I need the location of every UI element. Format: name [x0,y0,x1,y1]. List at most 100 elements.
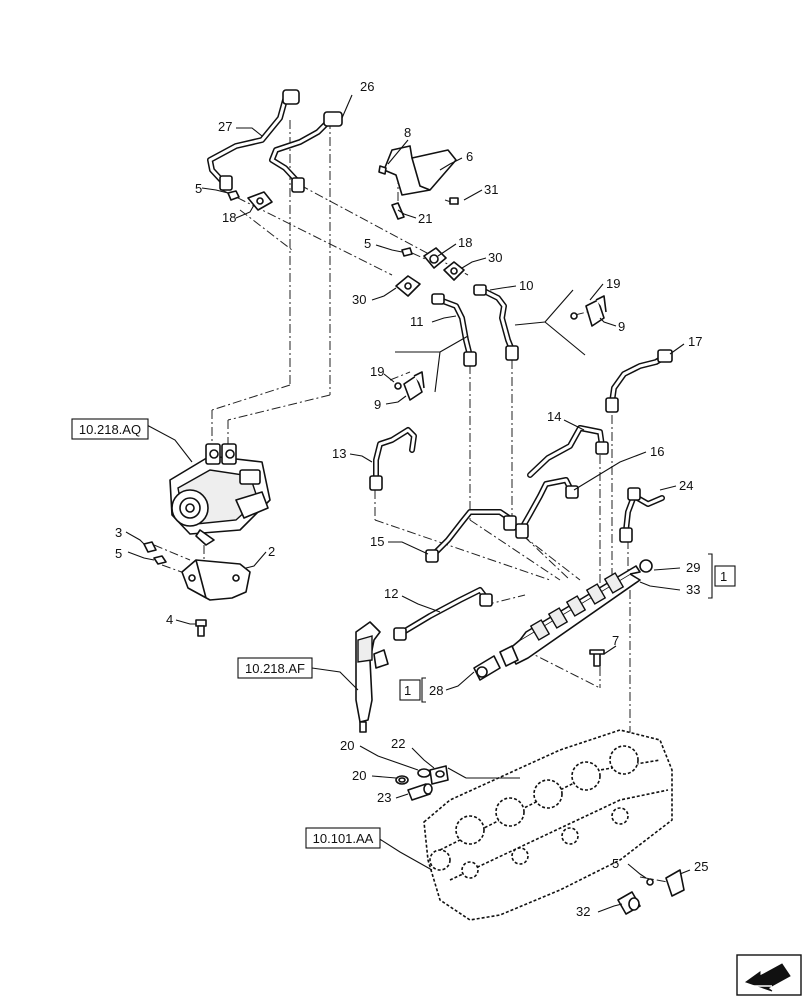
callout-25: 25 [694,859,708,874]
callout-27: 27 [218,119,232,134]
screw-3 [143,541,157,553]
pipe-10 [473,284,519,361]
screw-5-center [401,247,413,257]
callout-19-right: 19 [606,276,620,291]
callout-17: 17 [688,334,702,349]
callout-18-center: 18 [458,235,472,250]
note-29-33: 1 [720,569,727,584]
pipe-15 [425,509,517,563]
callout-14: 14 [547,409,561,424]
callout-33: 33 [686,582,700,597]
sleeve-23 [407,783,433,801]
bracket-28 [399,677,426,703]
callout-5-bottom: 5 [612,856,619,871]
callout-29: 29 [686,560,700,575]
ref-injector-text: 10.218.AF [245,661,305,676]
callout-9-left: 9 [374,397,381,412]
callout-28: 28 [429,683,443,698]
screw-5-upper [227,190,240,201]
pressure-sensor-28 [473,655,501,681]
callout-5: 5 [195,181,202,196]
callout-4: 4 [166,612,173,627]
flange-30-right [443,261,465,281]
pump-bracket-2 [181,559,251,601]
clamp-9-left [403,371,425,401]
callout-2: 2 [268,544,275,559]
callout-labels: 26 27 5 18 8 6 31 21 5 18 30 30 10 11 19… [115,79,727,919]
callout-24: 24 [679,478,693,493]
sensor-25 [665,869,685,897]
injector [355,621,389,733]
screw-8 [378,165,387,175]
callout-9-right: 9 [618,319,625,334]
screw-31 [449,197,459,205]
common-rail-33 [499,559,653,667]
flange-18-center [423,247,447,269]
flange-18-left [247,191,273,211]
pipe-11 [431,293,477,367]
pipe-26-fitting-bottom [291,177,305,193]
pipe-27-fitting-bottom [219,175,233,191]
callout-26: 26 [360,79,374,94]
note-28: 1 [404,683,411,698]
callout-20-upper: 20 [340,738,354,753]
callout-16: 16 [650,444,664,459]
callout-5-lower: 5 [115,546,122,561]
callout-30-left: 30 [352,292,366,307]
callout-30-right: 30 [488,250,502,265]
callout-8: 8 [404,125,411,140]
seal-20-lower [395,775,409,785]
head-group-leader [447,767,520,779]
callout-6: 6 [466,149,473,164]
screw-4 [195,619,207,637]
screw-5-lower [153,555,167,565]
screw-19-left [394,382,402,390]
screw-19-right [570,312,578,320]
pipe-27 [207,89,300,191]
pipe-14 [527,425,609,478]
group-leader-11 [395,335,469,393]
pipe-12 [393,587,493,641]
callout-21: 21 [418,211,432,226]
ref-box-head[interactable]: 10.101.AA [305,827,381,849]
sleeve-22 [429,765,449,785]
callout-10: 10 [519,278,533,293]
callout-12: 12 [384,586,398,601]
bracket-29-33 [708,553,736,599]
callout-11: 11 [410,314,424,329]
pipe-26 [269,111,343,193]
injection-pump [169,443,271,546]
clamp-9-right [585,295,607,327]
ref-box-injector[interactable]: 10.218.AF [237,657,313,679]
screw-7 [589,649,605,667]
pipe-13 [369,427,417,491]
flange-30-left [395,275,421,297]
callout-19-left: 19 [370,364,384,379]
ref-box-pump[interactable]: 10.218.AQ [71,418,149,440]
callout-32: 32 [576,904,590,919]
ref-pump-text: 10.218.AQ [79,422,141,437]
sensor-32 [617,891,641,915]
callout-13: 13 [332,446,346,461]
callout-7: 7 [612,633,619,648]
pipe-24 [619,487,665,543]
callout-22: 22 [391,736,405,751]
callout-31: 31 [484,182,498,197]
screw-21 [391,202,405,220]
callout-18: 18 [222,210,236,225]
callout-20-lower: 20 [352,768,366,783]
callout-23: 23 [377,790,391,805]
seal-20-upper [417,768,431,778]
pipe-17 [605,349,673,413]
next-page-arrow-icon[interactable] [736,954,802,996]
pipe-16 [515,477,579,539]
pipe-27-fitting-top [282,89,300,105]
callout-15: 15 [370,534,384,549]
screw-5-bottom [646,878,654,886]
leader-lines [125,94,691,913]
ref-head-text: 10.101.AA [313,831,374,846]
cylinder-head [423,729,673,921]
bracket-6 [383,145,457,196]
callout-5-center: 5 [364,236,371,251]
